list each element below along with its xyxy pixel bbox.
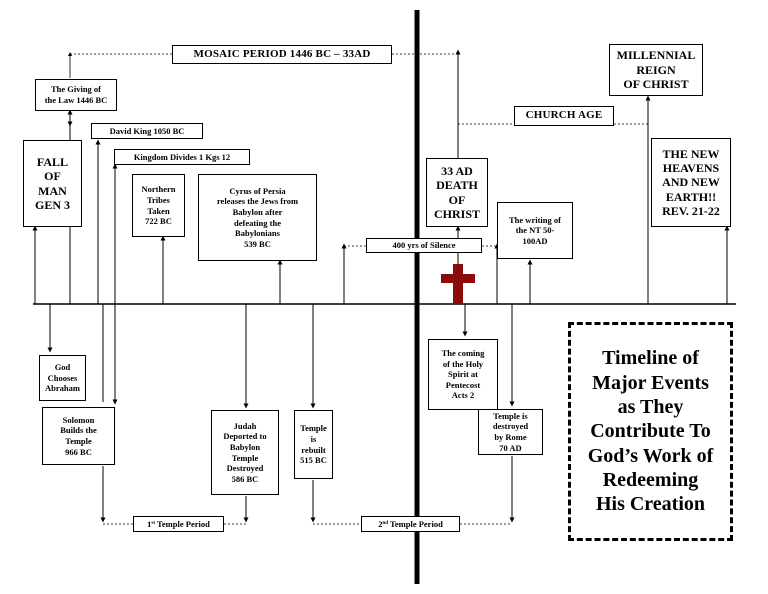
giving-of-law-box: The Giving of the Law 1446 BC (35, 79, 117, 111)
church-age-label: CHURCH AGE (514, 106, 614, 126)
new-heavens-box: THE NEW HEAVENS AND NEW EARTH!! REV. 21-… (651, 138, 731, 227)
god-chooses-abraham-box: God Chooses Abraham (39, 355, 86, 401)
kingdom-divides-box: Kingdom Divides 1 Kgs 12 (114, 149, 250, 165)
mosaic-period-label: MOSAIC PERIOD 1446 BC – 33AD (172, 45, 392, 64)
timeline-title-box: Timeline of Major Events as They Contrib… (568, 322, 733, 541)
cross-icon (441, 264, 475, 304)
temple-destroyed-box: Temple is destroyed by Rome 70 AD (478, 409, 543, 455)
judah-deported-box: Judah Deported to Babylon Temple Destroy… (211, 410, 279, 495)
david-king-box: David King 1050 BC (91, 123, 203, 139)
holy-spirit-box: The coming of the Holy Spirit at Penteco… (428, 339, 498, 410)
temple-rebuilt-box: Temple is rebuilt 515 BC (294, 410, 333, 479)
northern-tribes-box: Northern Tribes Taken 722 BC (132, 174, 185, 237)
death-of-christ-box: 33 AD DEATH OF CHRIST (426, 158, 488, 227)
cyrus-box: Cyrus of Persia releases the Jews from B… (198, 174, 317, 261)
nt-writing-box: The writing of the NT 50- 100AD (497, 202, 573, 259)
millennial-reign-box: MILLENNIAL REIGN OF CHRIST (609, 44, 703, 96)
fall-of-man-box: FALL OF MAN GEN 3 (23, 140, 82, 227)
solomon-temple-box: Solomon Builds the Temple 966 BC (42, 407, 115, 465)
silence-label: 400 yrs of Silence (366, 238, 482, 253)
